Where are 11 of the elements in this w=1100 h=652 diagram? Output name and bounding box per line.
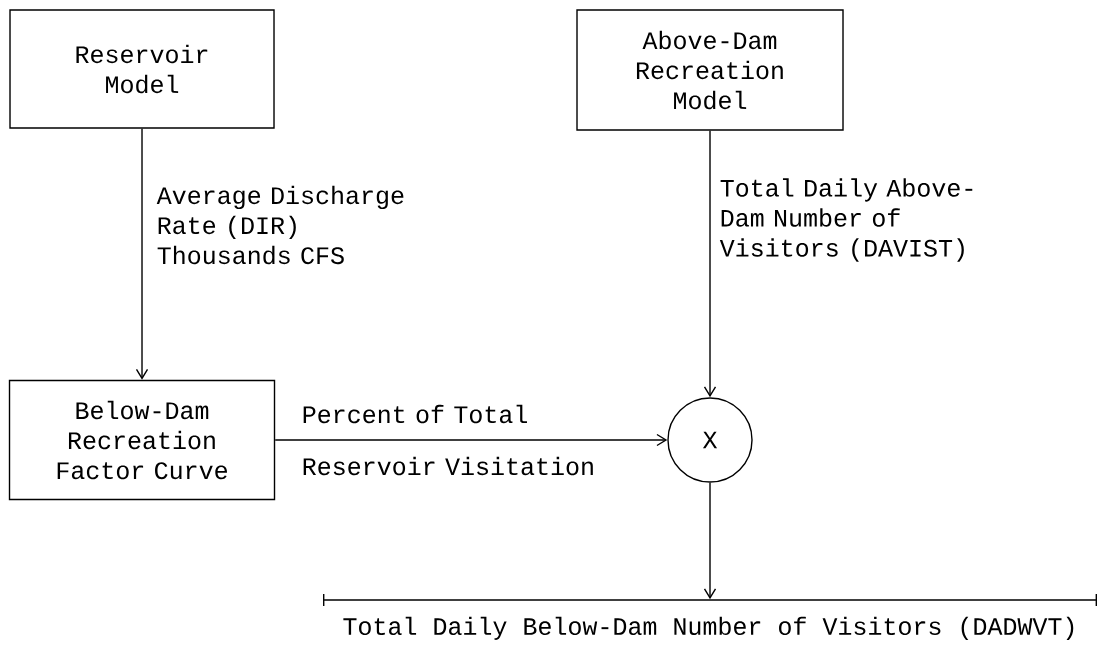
process-box: Reservoir Model (9, 9, 275, 129)
bar-label: Total Daily Below-Dam Number of Visitors (DADWVT) (343, 616, 1074, 640)
process-box: Below-Dam Recreation Factor Curve (8, 379, 276, 501)
arrow (274, 433, 668, 447)
edge-label: Total Daily Above-Dam Number of Visitors (DAVIST) (719, 178, 973, 262)
process-box: Above-Dam Recreation Model (576, 9, 844, 131)
edge-label: Percent of Total Reservoir Visitation (303, 404, 593, 476)
arrow (135, 128, 149, 380)
arrow (703, 130, 717, 398)
arrow (703, 482, 717, 600)
edge-label: Average Discharge Rate (DIR) Thousands CFS (156, 185, 404, 265)
